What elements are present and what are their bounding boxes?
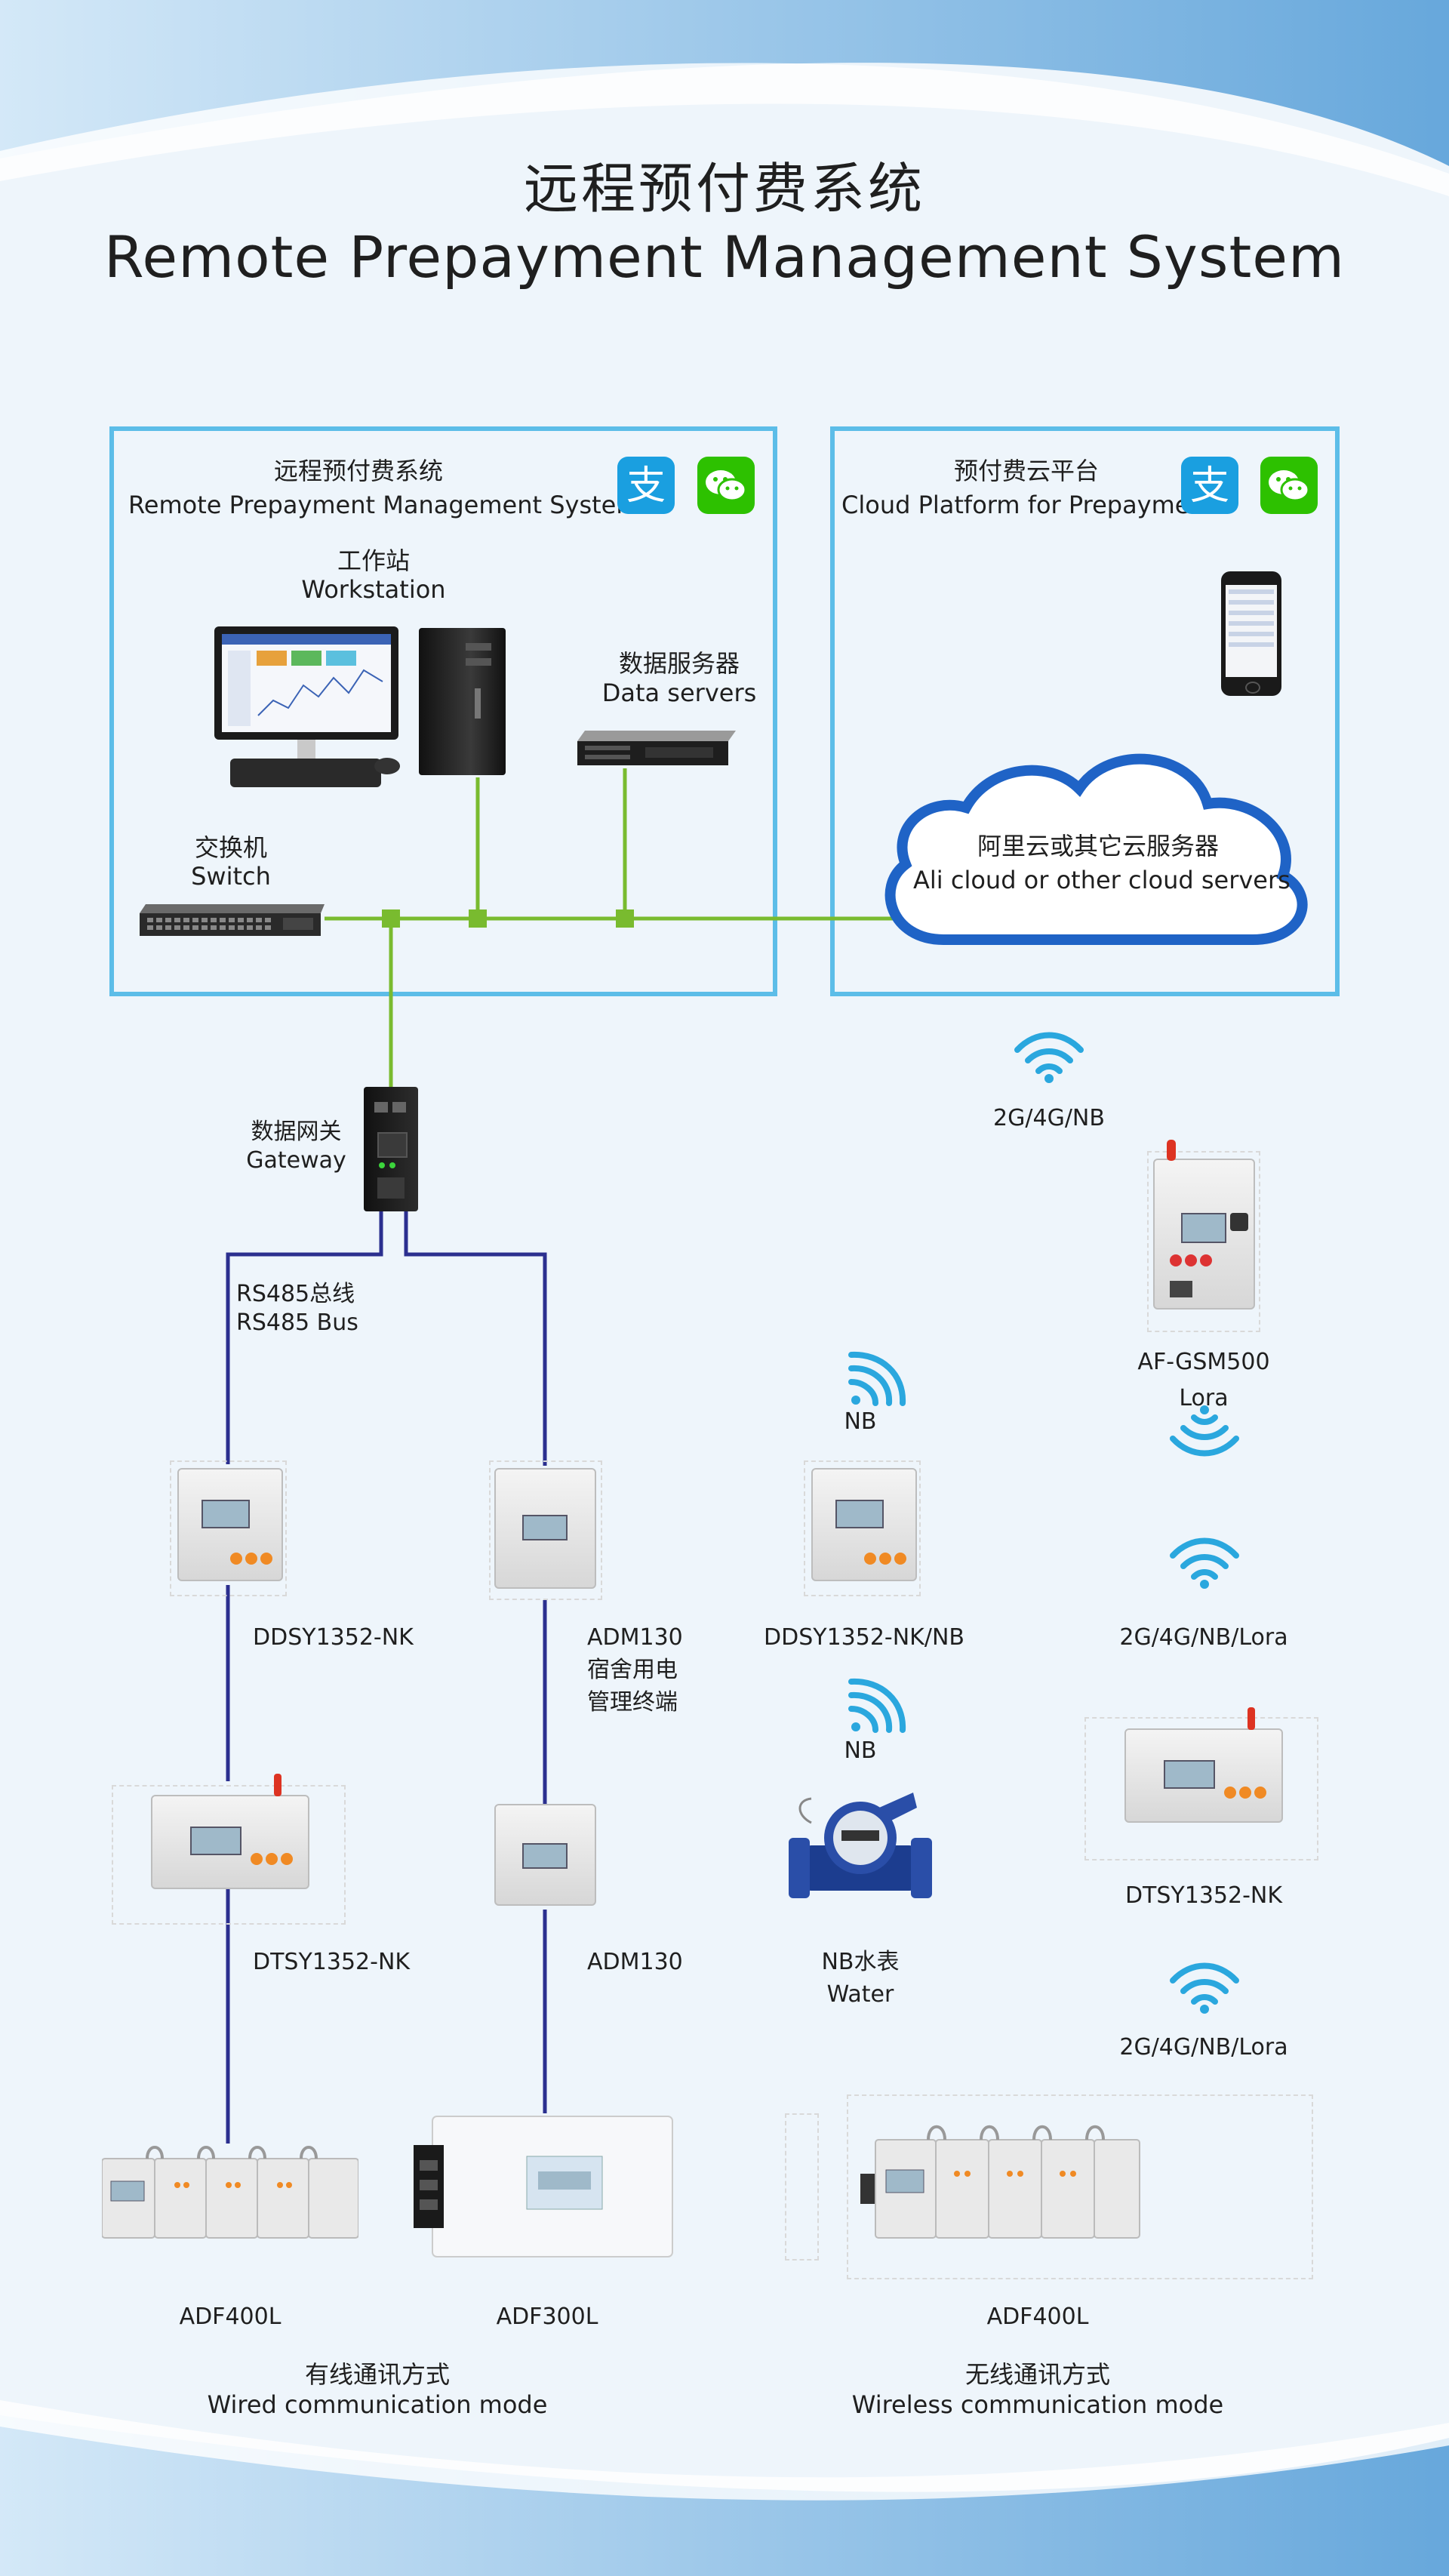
ddsy1352-label: DDSY1352-NK	[253, 1624, 414, 1651]
wired-mode-cn: 有线通讯方式	[304, 2360, 450, 2389]
adf400l-meter-wireless	[860, 2113, 1143, 2242]
adf400l-label-wireless: ADF400L	[986, 2304, 1089, 2330]
nb-label-2: NB	[844, 1737, 877, 1764]
cloud-server-shape	[884, 753, 1308, 945]
wired-mode-en: Wired communication mode	[207, 2390, 548, 2419]
device-frame	[489, 1460, 602, 1600]
wireless-2g4gnb-label: 2G/4G/NB	[993, 1105, 1105, 1131]
adm130-desc-line2: 管理终端	[587, 1689, 678, 1716]
gateway-label-en: Gateway	[246, 1147, 346, 1174]
page-title-en: Remote Prepayment Management System	[103, 223, 1346, 291]
data-gateway	[364, 1087, 418, 1211]
dtsy1352-meter-wireless	[1124, 1728, 1283, 1823]
wireless-lora-label-2: 2G/4G/NB/Lora	[1119, 2034, 1288, 2060]
antenna	[274, 1774, 281, 1796]
rs485-label-cn: RS485总线	[236, 1281, 355, 1307]
alipay-icon: 支	[1181, 457, 1238, 514]
antenna	[1167, 1140, 1176, 1161]
wifi-icon	[848, 1351, 906, 1406]
wireless-lora-label-1: 2G/4G/NB/Lora	[1119, 1624, 1288, 1651]
adf400l-meter-wired	[101, 2140, 359, 2242]
wireless-mode-cn: 无线通讯方式	[964, 2360, 1110, 2389]
device-frame	[112, 1785, 346, 1925]
adm130-meter	[494, 1468, 596, 1589]
adm130-desc-line1: 宿舍用电	[587, 1657, 678, 1683]
workstation-tower	[419, 628, 506, 775]
junction-node	[616, 909, 634, 928]
water-meter-label-cn: NB水表	[821, 1949, 900, 1975]
nb-label-1: NB	[844, 1408, 877, 1435]
smartphone	[1221, 571, 1281, 696]
adm130-label-a: ADM130	[587, 1624, 683, 1651]
adf300l-label: ADF300L	[496, 2304, 598, 2330]
alipay-icon: 支	[617, 457, 675, 514]
adf300l-meter	[414, 2115, 674, 2258]
switch-label-en: Switch	[191, 862, 271, 891]
wifi-icon	[1170, 1962, 1239, 2014]
wifi-icon	[1014, 1032, 1084, 1083]
ddsy1352-nb-label: DDSY1352-NK/NB	[764, 1624, 964, 1651]
cloud-platform-title-en: Cloud Platform for Prepayment	[841, 491, 1215, 519]
adm130-label-b: ADM130	[587, 1949, 683, 1975]
rs485-label-en: RS485 Bus	[236, 1310, 358, 1336]
network-switch	[140, 904, 325, 937]
cloud-label-en: Ali cloud or other cloud servers	[913, 866, 1291, 894]
svg-text:支: 支	[626, 463, 666, 509]
workstation-label-cn: 工作站	[337, 546, 410, 575]
wechat-icon	[1260, 457, 1318, 514]
nb-water-meter	[789, 1793, 932, 1921]
wechat-icon	[697, 457, 755, 514]
device-frame	[785, 2113, 819, 2261]
device-frame	[1147, 1151, 1260, 1332]
device-frame	[1084, 1717, 1318, 1860]
af-gsm500-label: AF-GSM500	[1137, 1349, 1270, 1375]
mouse	[374, 758, 400, 774]
wifi-icon	[1170, 1537, 1239, 1589]
local-system-title-cn: 远程预付费系统	[273, 457, 443, 485]
adm130-meter	[494, 1804, 596, 1906]
dtsy1352-label-wireless: DTSY1352-NK	[1124, 1882, 1283, 1909]
wifi-icon	[1170, 1405, 1239, 1457]
dtsy1352-meter	[151, 1795, 309, 1889]
data-servers-label-en: Data servers	[601, 679, 757, 707]
local-system-title-en: Remote Prepayment Management System	[128, 491, 640, 519]
gateway-label-cn: 数据网关	[251, 1119, 342, 1145]
device-frame	[847, 2094, 1313, 2279]
ddsy1352-meter	[177, 1468, 283, 1581]
wifi-icon	[848, 1678, 906, 1733]
af-gsm500-device	[1153, 1159, 1255, 1310]
dtsy1352-label-wired: DTSY1352-NK	[253, 1949, 411, 1975]
switch-label-cn: 交换机	[194, 833, 267, 862]
device-frame	[804, 1460, 921, 1596]
cloud-label-cn: 阿里云或其它云服务器	[977, 832, 1219, 860]
wireless-mode-en: Wireless communication mode	[851, 2390, 1224, 2419]
data-servers-label-cn: 数据服务器	[618, 649, 740, 678]
workstation-monitor	[213, 625, 400, 767]
water-meter-label-en: Water	[826, 1981, 894, 2008]
svg-text:支: 支	[1190, 463, 1229, 509]
page-title-cn: 远程预付费系统	[523, 157, 925, 220]
adf400l-label-wired: ADF400L	[179, 2304, 281, 2330]
cloud-platform-panel	[830, 426, 1340, 996]
antenna	[1247, 1707, 1255, 1730]
device-frame	[170, 1460, 287, 1596]
ddsy1352-nb-meter	[811, 1468, 917, 1581]
local-system-panel	[109, 426, 777, 996]
rack-server	[577, 731, 736, 767]
keyboard	[230, 759, 381, 787]
workstation-label-en: Workstation	[301, 575, 446, 604]
cloud-platform-title-cn: 预付费云平台	[953, 457, 1099, 485]
junction-node	[469, 909, 487, 928]
junction-node	[382, 909, 400, 928]
